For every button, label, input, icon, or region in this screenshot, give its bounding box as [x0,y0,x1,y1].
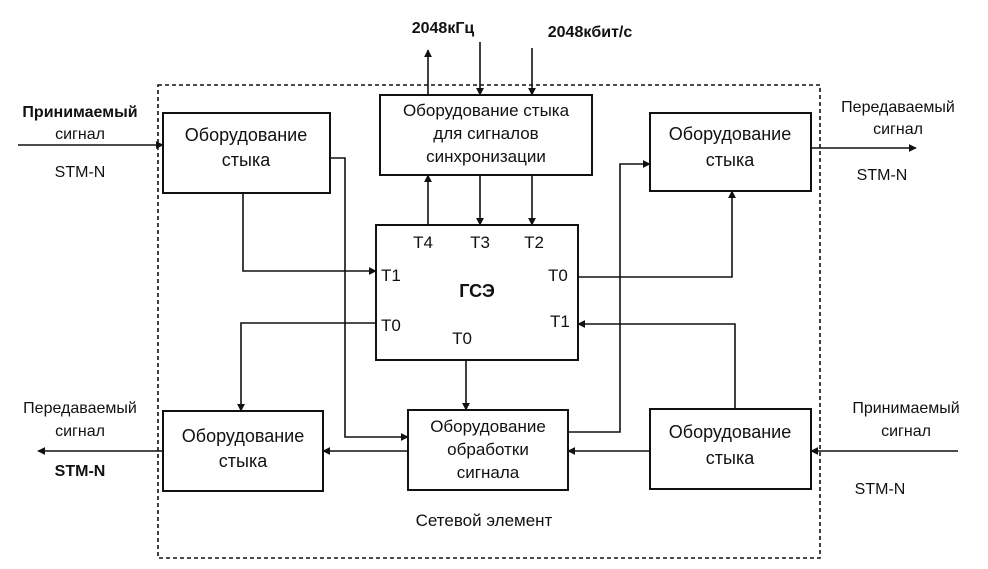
gse-block [375,224,579,361]
sync-label-2: для сигналов [433,124,538,143]
label-tx-left-2: сигнал [55,423,105,440]
network-element-boundary [157,84,821,559]
proc-label-2: обработки [447,440,529,459]
iface-tl-label-1: Оборудование [185,125,307,145]
gse-port-t0-left: T0 [381,316,401,335]
arrow-t0-to-iface-bl [237,322,376,412]
arrow-iface-tl-to-processing [330,157,409,441]
label-2048kbit: 2048кбит/с [548,24,633,41]
label-rx-right-2: сигнал [881,423,931,440]
label-rx-right-1: Принимаемый [852,400,959,417]
gse-title: ГСЭ [459,281,495,301]
iface-tl-label-2: стыка [222,150,271,170]
arrow-iface-br-to-t1 [577,320,736,409]
label-2048khz: 2048кГц [412,20,475,37]
sync-interface-block [379,94,593,176]
proc-label-1: Оборудование [430,417,546,436]
gse-port-t0-bottom: T0 [452,329,472,348]
network-element-label: Сетевой элемент [416,511,553,530]
arrow-iface-tl-to-t1 [242,193,377,275]
label-rx-right-3: STM-N [855,481,906,498]
label-tx-right-1: Передаваемый [841,99,955,116]
sync-label-1: Оборудование стыка [403,101,570,120]
label-tx-right-3: STM-N [857,167,908,184]
label-rx-left-2: сигнал [55,126,105,143]
interface-block-bottom-right [649,408,812,490]
sync-label-3: синхронизации [426,147,546,166]
label-tx-right-2: сигнал [873,121,923,138]
iface-tr-label-2: стыка [706,150,755,170]
label-rx-left-3: STM-N [55,164,106,181]
proc-label-3: сигнала [457,463,520,482]
interface-block-top-left [162,112,331,194]
iface-tr-label-1: Оборудование [669,124,791,144]
interface-block-top-right [649,112,812,192]
iface-br-label-1: Оборудование [669,422,791,442]
iface-bl-label-1: Оборудование [182,426,304,446]
gse-port-t3: T3 [470,233,490,252]
label-rx-left-1: Принимаемый [22,104,137,121]
label-tx-left-3: STM-N [55,463,106,480]
iface-br-label-2: стыка [706,448,755,468]
processing-block [407,409,569,491]
gse-port-t0-right: T0 [548,266,568,285]
gse-port-t2: T2 [524,233,544,252]
iface-bl-label-2: стыка [219,451,268,471]
gse-port-t1-left: T1 [381,266,401,285]
arrow-t0-to-iface-tr [578,190,736,278]
arrow-processing-to-iface-tr [568,160,651,433]
gse-port-t4: T4 [413,233,433,252]
label-tx-left-1: Передаваемый [23,400,137,417]
gse-port-t1-right: T1 [550,312,570,331]
